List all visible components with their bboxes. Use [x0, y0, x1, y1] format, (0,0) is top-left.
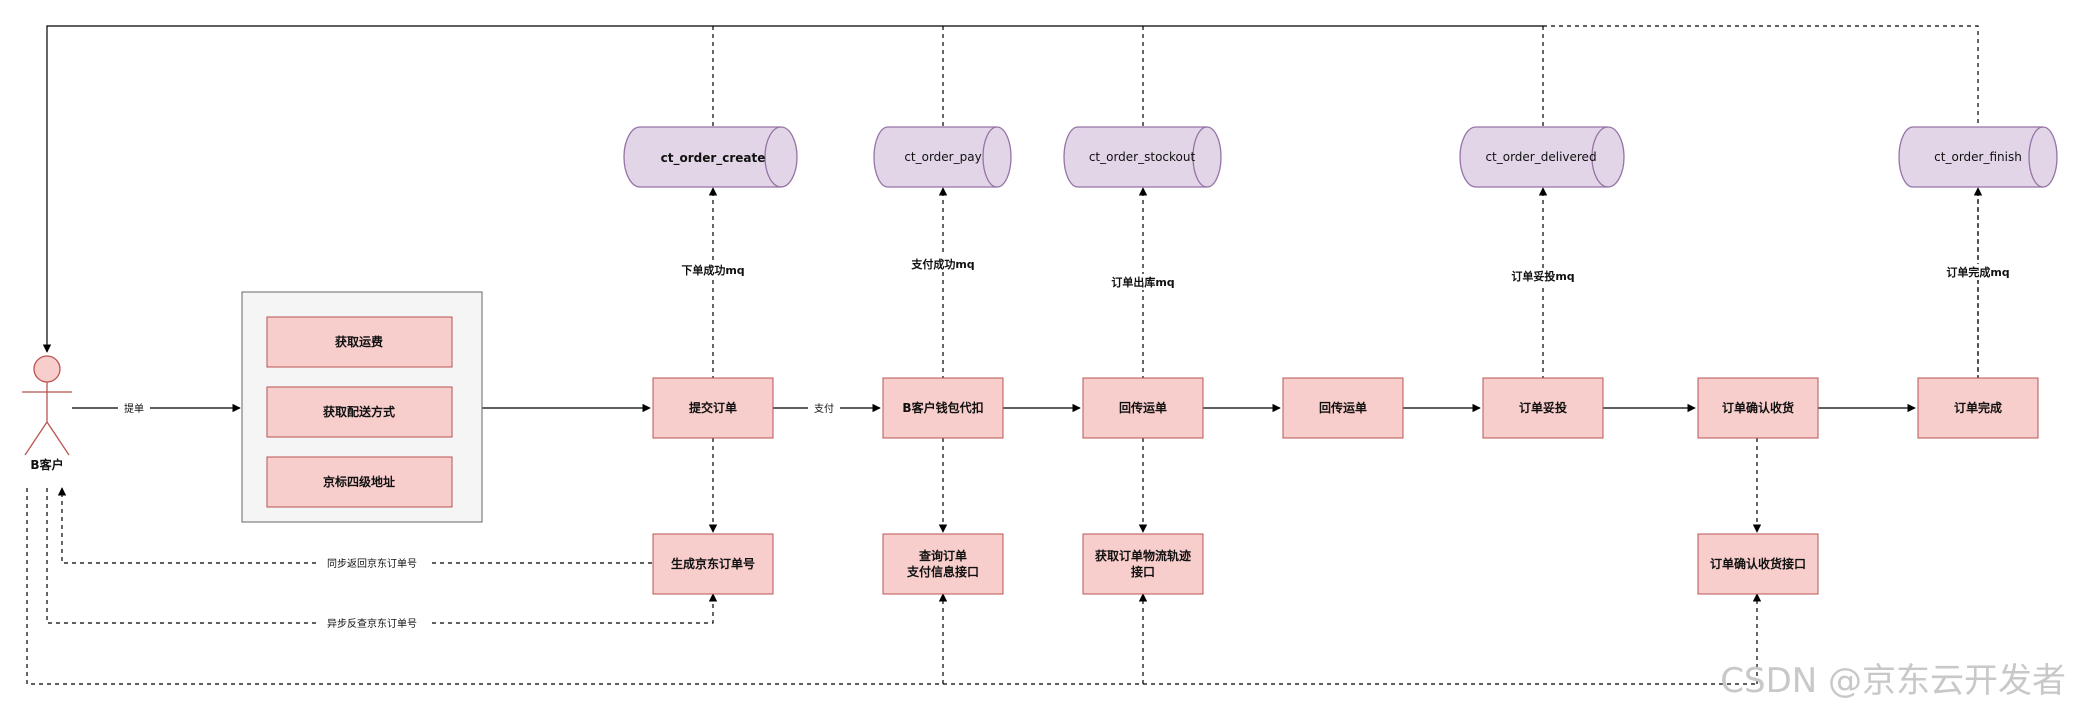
svg-text:获取订单物流轨迹: 获取订单物流轨迹 — [1094, 548, 1191, 563]
svg-text:获取运费: 获取运费 — [334, 334, 383, 349]
svg-text:B客户钱包代扣: B客户钱包代扣 — [902, 400, 983, 415]
edge-bottom-bus — [26, 488, 1757, 685]
label-place-order: 提单 — [124, 403, 144, 415]
topic-ct-order-finish: ct_order_finish — [1898, 126, 2058, 188]
svg-text:订单确认收货接口: 订单确认收货接口 — [1710, 556, 1806, 571]
svg-text:回传运单: 回传运单 — [1119, 400, 1167, 415]
svg-text:ct_order_delivered: ct_order_delivered — [1485, 150, 1596, 164]
step-order-finish: 订单完成 — [1917, 377, 2039, 439]
group-item-delivery: 获取配送方式 — [266, 386, 453, 438]
group-item-fee: 获取运费 — [266, 316, 453, 368]
actor-head — [33, 355, 61, 383]
svg-text:获取配送方式: 获取配送方式 — [322, 404, 395, 419]
svg-text:订单完成: 订单完成 — [1954, 400, 2002, 415]
step-confirm-receipt: 订单确认收货 — [1697, 377, 1819, 439]
step-return-waybill-2: 回传运单 — [1282, 377, 1404, 439]
svg-text:查询订单: 查询订单 — [918, 548, 967, 563]
svg-text:订单妥投: 订单妥投 — [1519, 400, 1567, 415]
svg-text:生成京东订单号: 生成京东订单号 — [671, 556, 755, 571]
label-pay: 支付 — [814, 402, 834, 415]
label-mq-stockout: 订单出库mq — [1111, 275, 1174, 289]
watermark: CSDN @京东云开发者 — [1720, 661, 2066, 701]
api-logistics-track: 获取订单物流轨迹 接口 — [1082, 533, 1204, 595]
label-mq-create: 下单成功mq — [681, 263, 744, 277]
step-wallet-deduct: B客户钱包代扣 — [882, 377, 1004, 439]
svg-text:回传运单: 回传运单 — [1319, 400, 1367, 415]
api-generate-jd-order-no: 生成京东订单号 — [652, 533, 774, 595]
api-query-payment: 查询订单 支付信息接口 — [882, 533, 1004, 595]
step-return-waybill-1: 回传运单 — [1082, 377, 1204, 439]
topic-ct-order-delivered: ct_order_delivered — [1459, 126, 1625, 188]
svg-text:订单确认收货: 订单确认收货 — [1722, 400, 1794, 415]
label-sync-return: 同步返回京东订单号 — [327, 557, 417, 570]
step-order-delivered: 订单妥投 — [1482, 377, 1604, 439]
actor-body — [22, 382, 72, 456]
step-submit-order: 提交订单 — [652, 377, 774, 439]
label-mq-delivered: 订单妥投mq — [1511, 269, 1574, 283]
svg-text:ct_order_pay: ct_order_pay — [904, 150, 981, 164]
api-confirm-receipt: 订单确认收货接口 — [1697, 533, 1819, 595]
label-mq-pay: 支付成功mq — [910, 257, 974, 271]
edge-sync-return — [57, 487, 652, 564]
svg-text:京标四级地址: 京标四级地址 — [323, 474, 395, 489]
group-item-address: 京标四级地址 — [266, 456, 453, 508]
svg-text:提交订单: 提交订单 — [689, 400, 737, 415]
topic-ct-order-create: ct_order_create — [623, 126, 798, 188]
label-async-query: 异步反查京东订单号 — [327, 617, 417, 630]
svg-text:ct_order_stockout: ct_order_stockout — [1089, 150, 1196, 164]
svg-text:ct_order_finish: ct_order_finish — [1934, 150, 2022, 164]
edge-labels: 提单 支付 同步返回京东订单号 异步反查京东订单号 下单成功mq 支付成功mq … — [118, 256, 2016, 631]
edge-notify-loop-dashed — [1543, 25, 1979, 392]
label-mq-finish: 订单完成mq — [1946, 265, 2009, 279]
svg-text:接口: 接口 — [1131, 564, 1155, 579]
topic-ct-order-pay: ct_order_pay — [873, 126, 1012, 188]
svg-text:ct_order_create: ct_order_create — [661, 151, 766, 166]
topic-ct-order-stockout: ct_order_stockout — [1063, 126, 1222, 188]
actor-label: B客户 — [30, 457, 63, 472]
edge-notify-loop — [42, 25, 1543, 353]
actor-b-customer — [22, 355, 72, 456]
svg-text:支付信息接口: 支付信息接口 — [906, 564, 979, 579]
